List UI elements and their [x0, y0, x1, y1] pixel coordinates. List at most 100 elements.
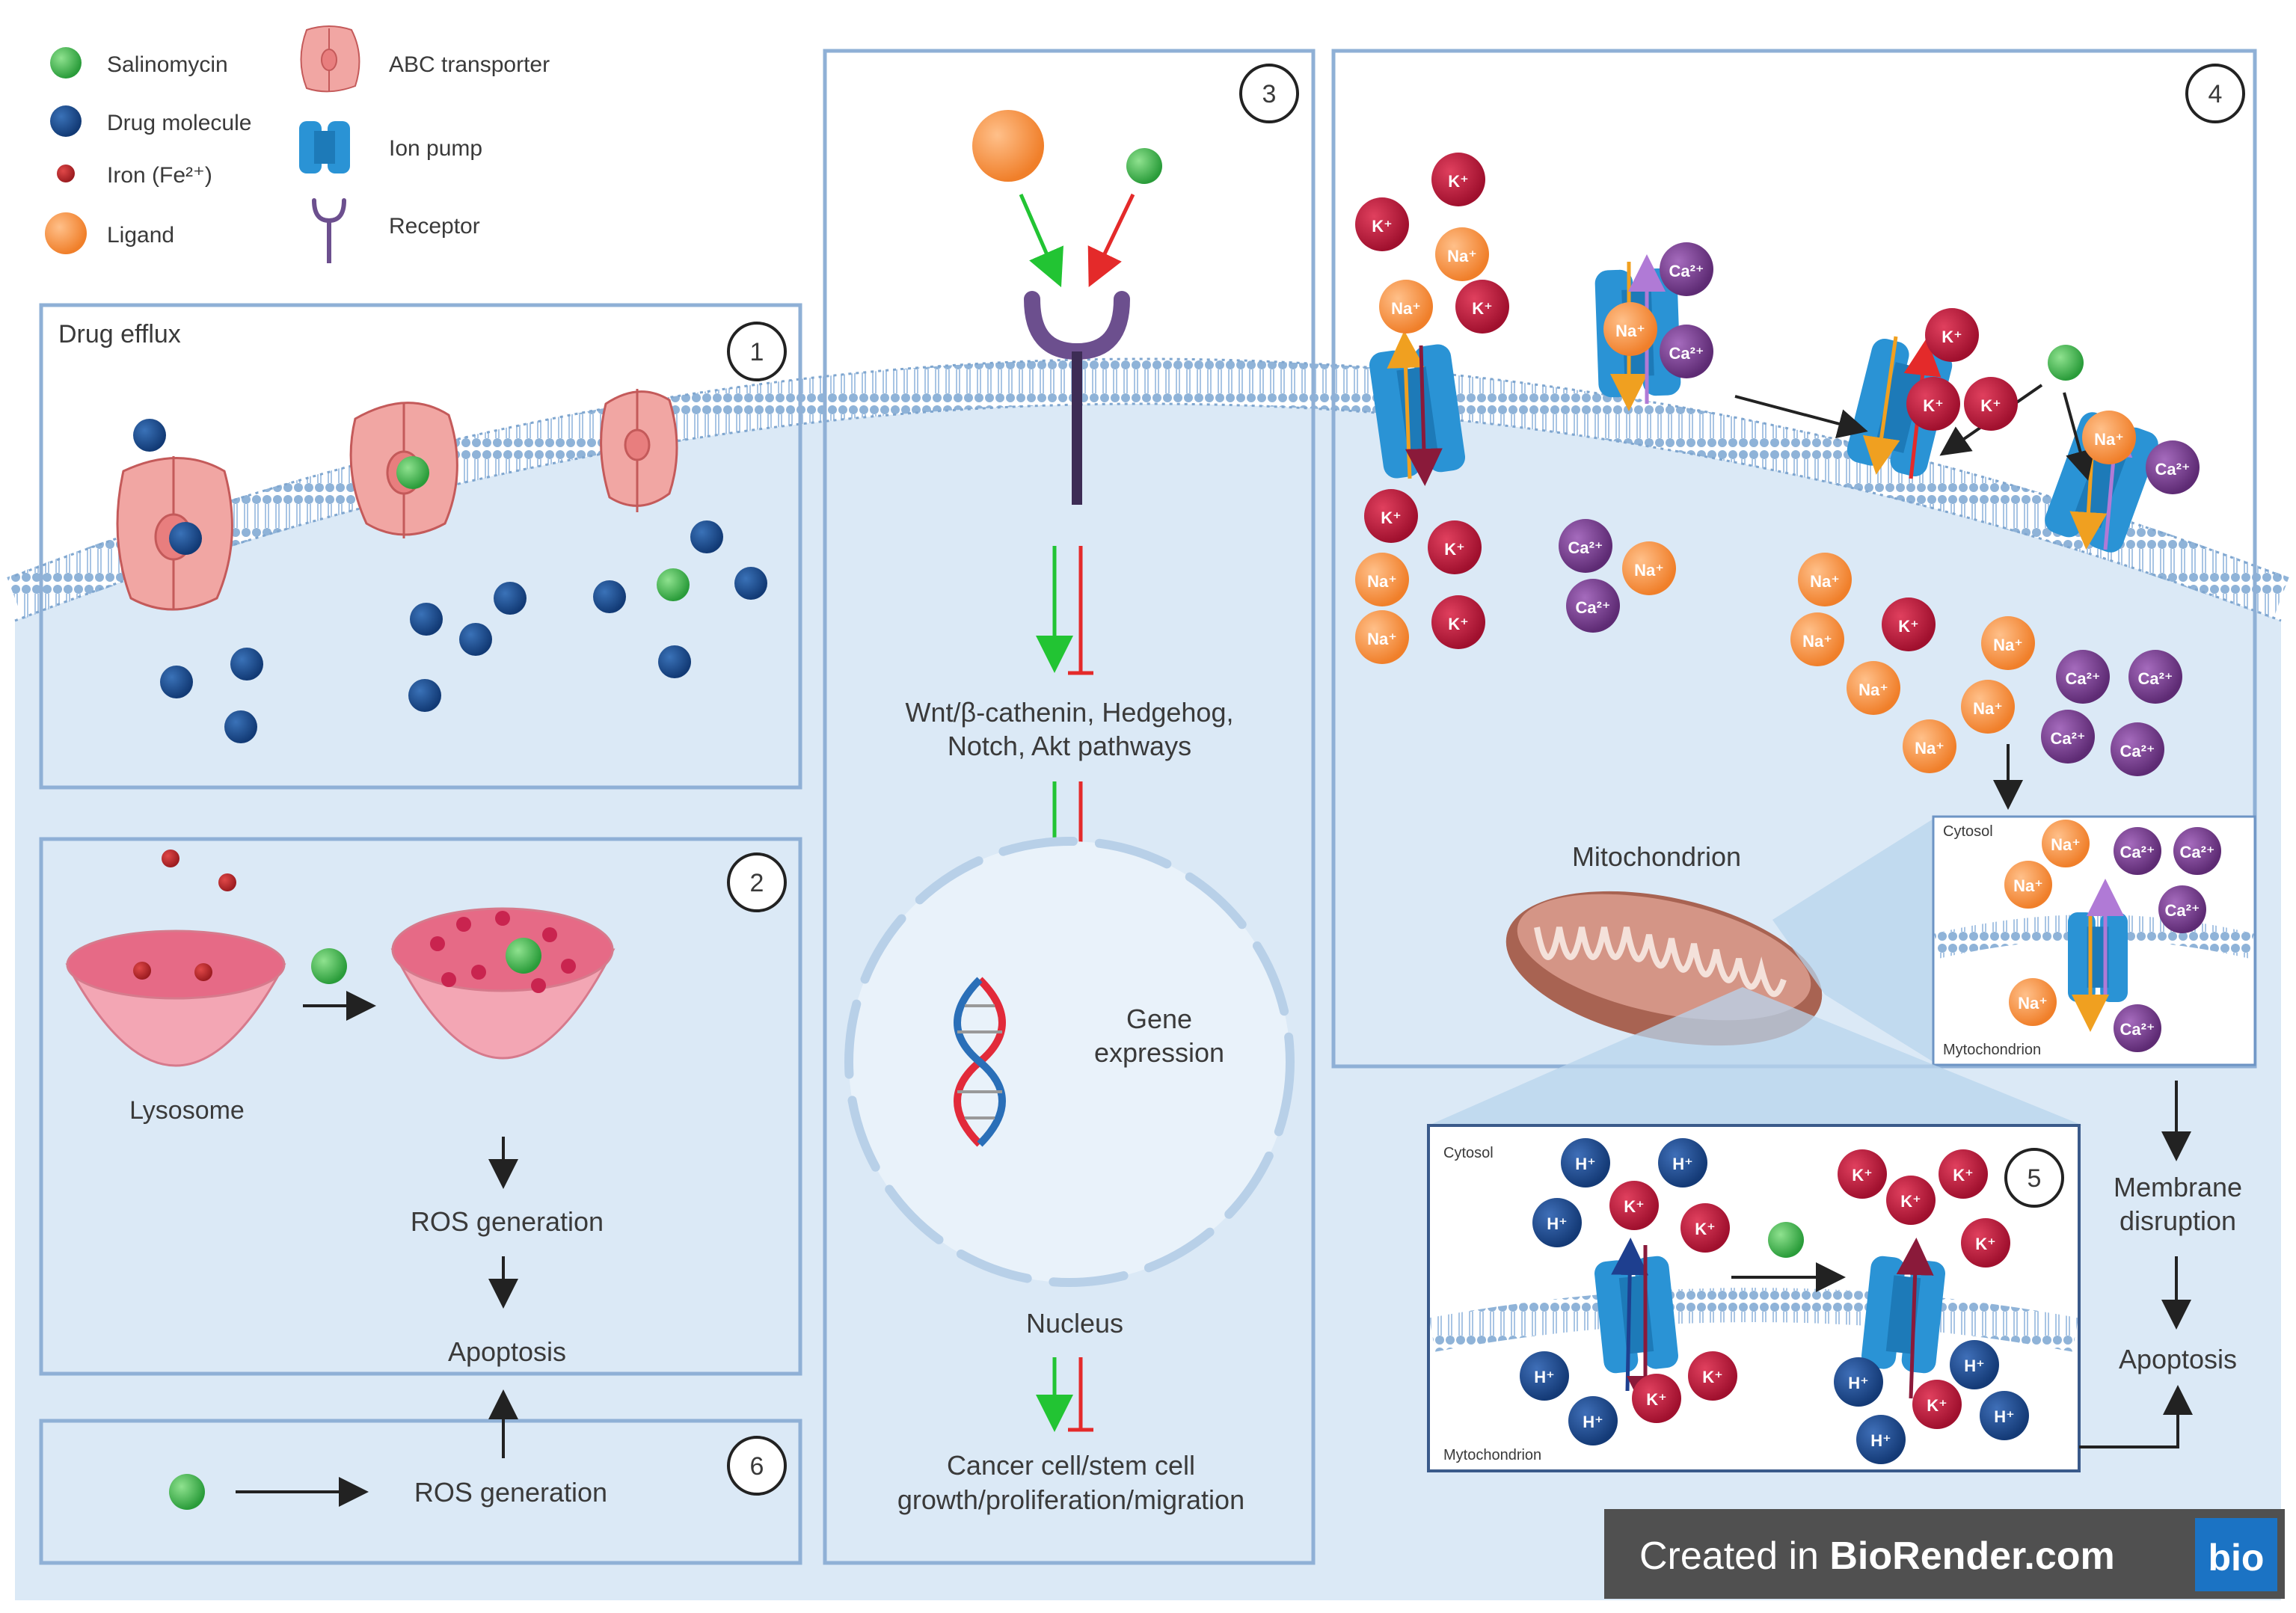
arrow	[1734, 395, 1868, 439]
proton-ion: H⁺	[1856, 1415, 1906, 1464]
nucleus-label: Nucleus	[1026, 1308, 1123, 1339]
drug-molecule	[690, 520, 723, 553]
potassium-ion: K⁺	[1939, 1149, 1988, 1199]
potassium-ion-label: K⁺	[1975, 1235, 1996, 1253]
potassium-ion-label: K⁺	[1624, 1197, 1645, 1216]
ion-pump-icon	[299, 121, 350, 173]
calcium-ion: Ca²⁺	[2041, 710, 2095, 764]
arrow	[1862, 336, 1900, 475]
sodium-ion-label: Na⁺	[2094, 430, 2124, 449]
calcium-ion-label: Ca²⁺	[2179, 843, 2214, 861]
outcome-label-2: growth/proliferation/migration	[897, 1484, 1244, 1515]
sodium-ion-label: Na⁺	[1447, 247, 1477, 265]
proton-ion-label: H⁺	[1534, 1368, 1555, 1386]
salinomycin-molecule	[1768, 1222, 1804, 1258]
calcium-ion-label: Ca²⁺	[2050, 729, 2085, 748]
panel-5-mitochondrion-label: Mytochondrion	[1443, 1447, 1541, 1463]
proton-ion: H⁺	[1658, 1138, 1707, 1188]
proton-ion: H⁺	[1980, 1391, 2029, 1440]
biorender-banner: Created in BioRender.com bio	[1604, 1509, 2285, 1599]
sodium-ion: Na⁺	[2042, 820, 2090, 867]
calcium-ion-label: Ca²⁺	[2119, 742, 2155, 761]
activation-arrow	[1019, 194, 1063, 288]
proton-ion-label: H⁺	[1583, 1413, 1603, 1431]
calcium-ion-label: Ca²⁺	[2155, 460, 2190, 479]
potassium-ion-label: K⁺	[1448, 172, 1469, 191]
sodium-ion-label: Na⁺	[1802, 632, 1832, 651]
potassium-ion: K⁺	[1906, 377, 1960, 431]
sodium-ion: Na⁺	[1903, 719, 1956, 773]
legend-ligand: Ligand	[107, 223, 174, 248]
calcium-ion-label: Ca²⁺	[1575, 598, 1610, 617]
proton-ion-label: H⁺	[1994, 1407, 2015, 1426]
banner-logo: bio	[2208, 1537, 2265, 1579]
arrow	[2079, 1385, 2193, 1448]
calcium-ion-label: Ca²⁺	[2119, 1020, 2155, 1039]
potassium-ion: K⁺	[1961, 1218, 2010, 1268]
ros-generation-label-6: ROS generation	[414, 1477, 607, 1508]
sodium-ion-label: Na⁺	[1973, 699, 2003, 718]
potassium-ion: K⁺	[1886, 1176, 1936, 1225]
salinomycin-molecule	[169, 1474, 205, 1510]
legend-receptor: Receptor	[389, 214, 480, 239]
iron-icon	[57, 165, 75, 182]
legend-abc-transporter: ABC transporter	[389, 52, 550, 77]
ion-pump	[1594, 1256, 1678, 1374]
legend-drug-molecule: Drug molecule	[107, 111, 251, 135]
legend-iron: Iron (Fe²⁺)	[107, 163, 212, 188]
calcium-ion-label: Ca²⁺	[2137, 669, 2173, 688]
sodium-ion: Na⁺	[1981, 616, 2035, 670]
potassium-ion-label: K⁺	[1927, 1396, 1947, 1415]
potassium-ion-label: K⁺	[1923, 396, 1944, 415]
salinomycin-molecule	[2048, 345, 2084, 381]
lysosome-before	[65, 930, 286, 1067]
salinomycin-molecule	[1126, 148, 1162, 184]
sodium-ion: Na⁺	[2004, 861, 2052, 909]
calcium-ion-label: Ca²⁺	[2164, 901, 2200, 920]
pathways-label-2: Notch, Akt pathways	[948, 731, 1191, 761]
panel-2-lysosome: 2 Lysosome ROS generation Apoptosis	[39, 837, 802, 1376]
potassium-ion-label: K⁺	[1372, 217, 1393, 236]
right-flow: Membrane disruption Apoptosis	[2079, 1081, 2242, 1448]
salinomycin-molecule	[506, 938, 541, 974]
calcium-ion-label: Ca²⁺	[1669, 262, 1704, 280]
arrow	[1405, 345, 1443, 486]
legend-ion-pump: Ion pump	[389, 136, 482, 161]
iron-ion	[162, 849, 179, 867]
proton-ion-label: H⁺	[1964, 1357, 1985, 1375]
panel-2-number: 2	[750, 869, 764, 897]
potassium-ion-label: K⁺	[1448, 615, 1469, 633]
drug-molecule	[410, 603, 443, 636]
calcium-ion: Ca²⁺	[2173, 827, 2221, 875]
drug-molecule	[593, 580, 626, 613]
potassium-ion: K⁺	[1838, 1149, 1887, 1199]
sodium-ion-label: Na⁺	[1634, 561, 1664, 580]
calcium-ion: Ca²⁺	[2111, 722, 2164, 776]
apoptosis-label: Apoptosis	[448, 1336, 566, 1367]
arrow	[2063, 392, 2095, 481]
sodium-ion-label: Na⁺	[1858, 680, 1888, 699]
salinomycin-molecule	[657, 568, 690, 601]
nucleus	[844, 837, 1295, 1287]
pathways-label-1: Wnt/β-cathenin, Hedgehog,	[906, 697, 1234, 728]
calcium-ion: Ca²⁺	[1660, 325, 1713, 378]
calcium-ion-label: Ca²⁺	[2065, 669, 2100, 688]
sodium-ion: Na⁺	[1379, 280, 1433, 334]
proton-ion: H⁺	[1561, 1138, 1610, 1188]
salinomycin-molecule	[311, 948, 347, 984]
panel-2-number-badge	[727, 852, 787, 912]
drug-molecule	[169, 522, 202, 555]
potassium-ion: K⁺	[1964, 377, 2018, 431]
sodium-ion: Na⁺	[1355, 553, 1409, 606]
apoptosis-label-right: Apoptosis	[2119, 1344, 2237, 1374]
potassium-ion: K⁺	[1925, 308, 1979, 362]
ligand-molecule	[972, 110, 1044, 182]
sodium-ion: Na⁺	[1603, 302, 1657, 356]
potassium-ion-label: K⁺	[1646, 1390, 1667, 1409]
legend-salinomycin: Salinomycin	[107, 52, 228, 77]
proton-ion-label: H⁺	[1547, 1214, 1568, 1233]
calcium-ion: Ca²⁺	[1559, 519, 1612, 573]
potassium-ion: K⁺	[1431, 595, 1485, 649]
drug-molecule	[230, 648, 263, 680]
